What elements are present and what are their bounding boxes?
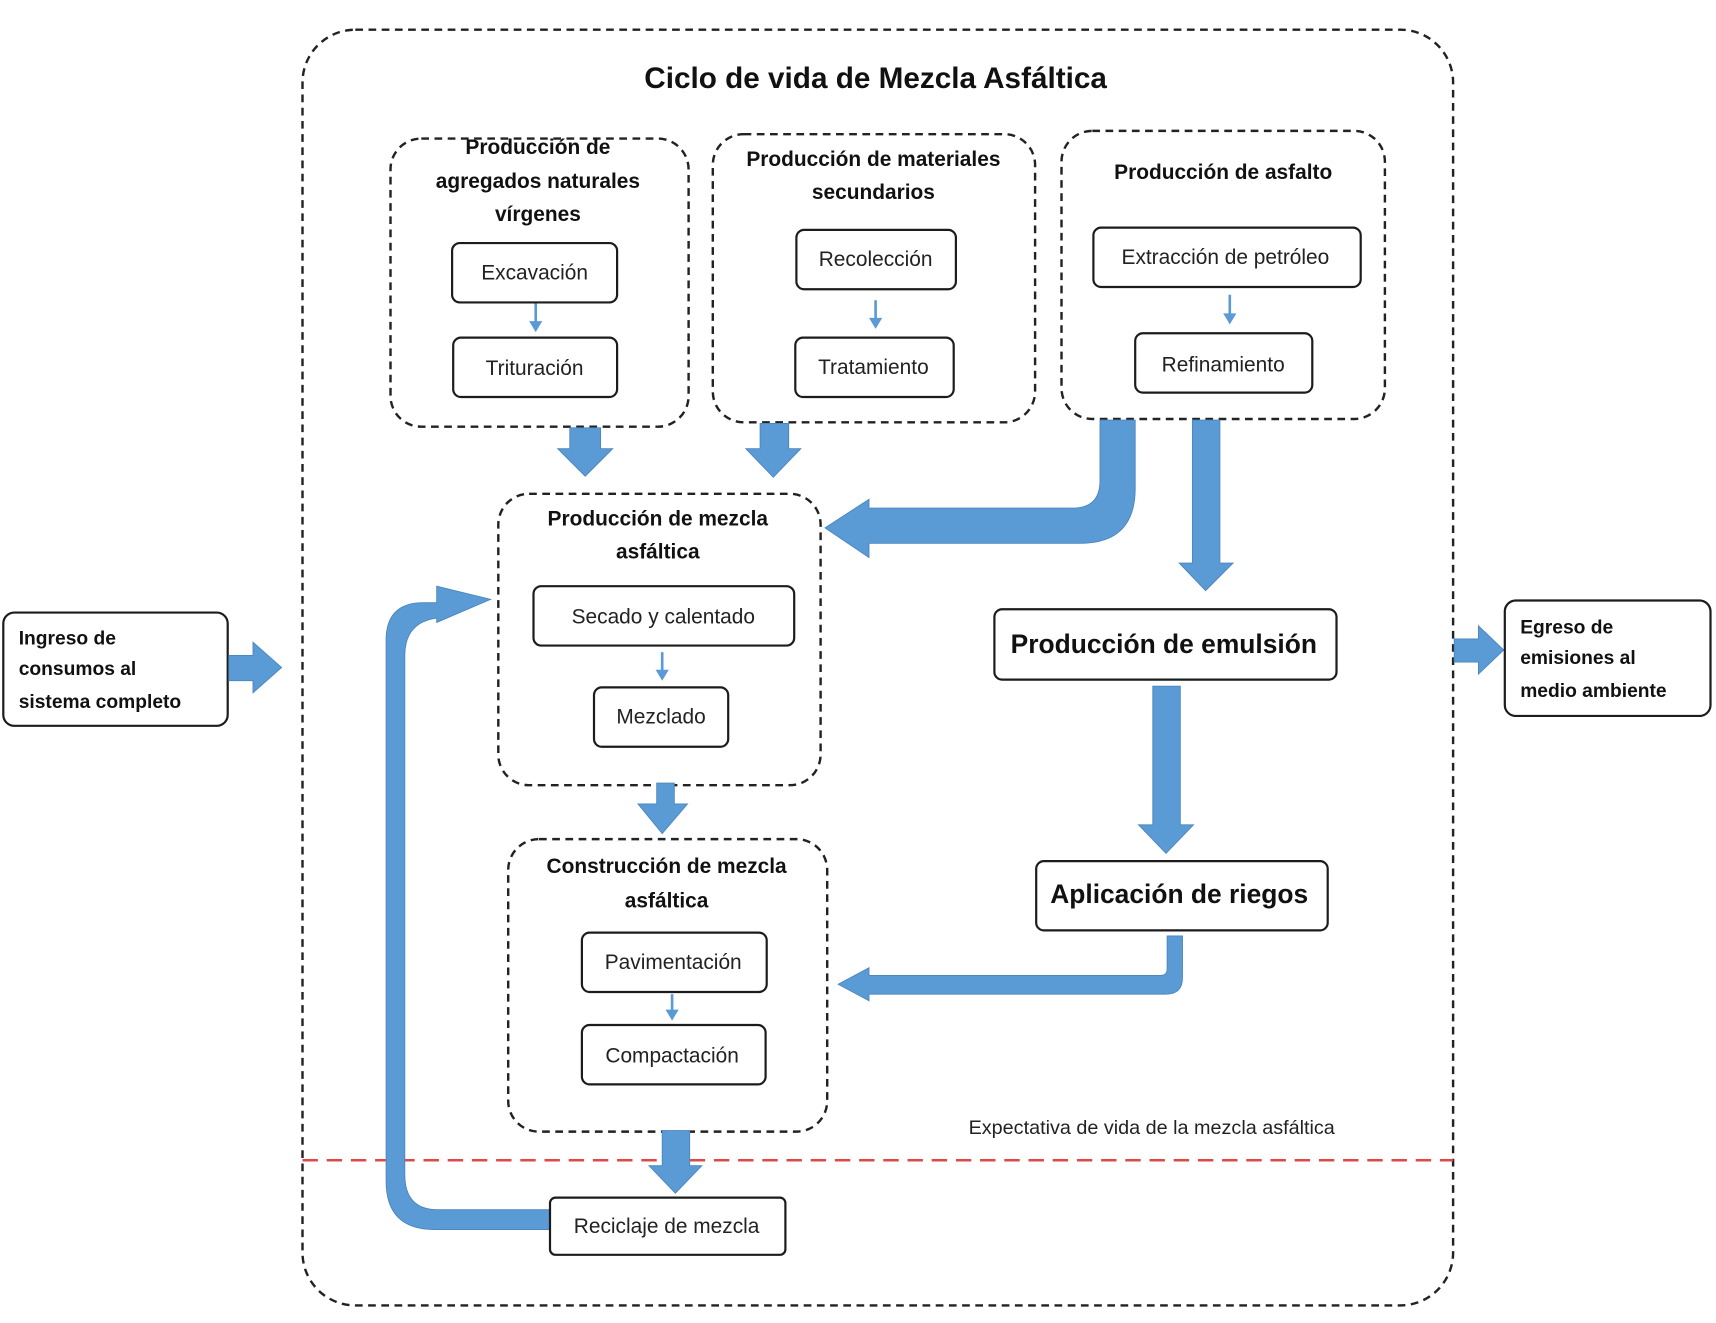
recycling-box: [548, 1196, 787, 1256]
irrigation-box: [1035, 860, 1329, 932]
flow-arrow-output: [1453, 624, 1505, 676]
group-aggregates-border: [389, 137, 690, 428]
flow-arrow-asphalt-to-emulsion: [1178, 419, 1235, 592]
step-drying-heating-box: [532, 585, 796, 647]
output-label-3: medio ambiente: [1520, 681, 1667, 702]
group-secondary-title-1: Producción de materiales: [746, 148, 1000, 171]
group-aggregates-title-2: agregados naturales: [436, 170, 640, 193]
group-mix-production: Producción de mezcla asfáltica Secado y …: [497, 492, 822, 787]
step-excavation-box: [451, 241, 619, 304]
output-label-2: emisiones al: [1520, 648, 1635, 669]
step-crushing-box: [452, 336, 619, 399]
input-box-border: [2, 611, 229, 727]
step-drying-heating: Secado y calentado: [572, 606, 755, 629]
arrow-down-icon: [869, 300, 883, 329]
recycling-label: Reciclaje de mezcla: [574, 1215, 760, 1238]
step-paving: Pavimentación: [605, 951, 742, 974]
group-asphalt-border: [1060, 129, 1387, 421]
input-label-1: Ingreso de: [19, 628, 117, 649]
output-emissions-box: Egreso de emisiones al medio ambiente: [1503, 599, 1712, 718]
arrow-down-icon: [529, 303, 543, 333]
step-oil-extraction: Extracción de petróleo: [1122, 246, 1330, 269]
diagram-title: Ciclo de vida de Mezcla Asfáltica: [644, 62, 1107, 95]
output-label-1: Egreso de: [1520, 617, 1613, 638]
irrigation-label: Aplicación de riegos: [1050, 879, 1308, 909]
input-consumption-box: Ingreso de consumos al sistema completo: [2, 611, 229, 727]
life-expectancy-label: Expectativa de vida de la mezcla asfálti…: [969, 1117, 1335, 1139]
input-label-2: consumos al: [19, 659, 137, 680]
emulsion-box: [993, 608, 1338, 681]
step-oil-extraction-box: [1092, 226, 1362, 289]
step-excavation: Excavación: [481, 261, 588, 284]
step-collection-box: [795, 228, 958, 291]
step-compaction-box: [580, 1023, 767, 1086]
system-boundary: [301, 28, 1455, 1307]
group-secondary: Producción de materiales secundarios Rec…: [711, 132, 1037, 424]
flow-arrow-aggregates-to-mix: [556, 427, 614, 477]
step-mixing: Mezclado: [616, 706, 705, 729]
flow-arrow-secondary-to-mix: [744, 422, 802, 478]
group-asphalt-title: Producción de asfalto: [1114, 161, 1332, 184]
group-secondary-title-2: secundarios: [812, 181, 935, 204]
flow-arrow-mix-to-construction: [637, 782, 689, 835]
flow-arrow-asphalt-to-mix: [824, 419, 1136, 559]
group-aggregates-title-3: vírgenes: [495, 203, 581, 226]
step-compaction: Compactación: [605, 1044, 738, 1067]
arrow-down-icon: [665, 994, 679, 1021]
step-collection: Recolección: [819, 248, 933, 271]
step-refining-box: [1134, 332, 1314, 394]
flow-arrow-emulsion-to-irrigation: [1137, 685, 1195, 855]
group-construction-title-1: Construcción de mezcla: [547, 855, 788, 878]
group-aggregates: Producción de agregados naturales vírgen…: [389, 136, 690, 428]
step-mixing-box: [592, 686, 730, 748]
output-box-border: [1503, 599, 1712, 718]
emulsion-label: Producción de emulsión: [1011, 629, 1317, 659]
group-construction-title-2: asfáltica: [625, 889, 709, 912]
arrow-down-icon: [1223, 294, 1237, 325]
flow-arrow-irrigation-to-construction: [837, 935, 1183, 1002]
flow-arrow-recycling-to-mix: [385, 585, 551, 1230]
flow-arrow-input: [228, 641, 283, 694]
group-asphalt: Producción de asfalto Extracción de petr…: [1060, 129, 1387, 421]
group-aggregates-title-1: Producción de: [465, 136, 610, 159]
group-construction: Construcción de mezcla asfáltica Pavimen…: [506, 837, 829, 1133]
step-treatment-box: [794, 336, 955, 399]
group-secondary-border: [711, 132, 1037, 424]
flow-arrow-construction-to-recycling: [647, 1130, 703, 1194]
step-treatment: Tratamiento: [818, 356, 929, 379]
group-mix-production-title-1: Producción de mezcla: [548, 508, 769, 531]
arrow-down-icon: [655, 652, 669, 681]
step-paving-box: [580, 931, 768, 994]
step-crushing: Trituración: [486, 357, 584, 380]
input-label-3: sistema completo: [19, 692, 182, 713]
group-mix-production-title-2: asfáltica: [616, 541, 700, 564]
step-refining: Refinamiento: [1162, 354, 1285, 377]
